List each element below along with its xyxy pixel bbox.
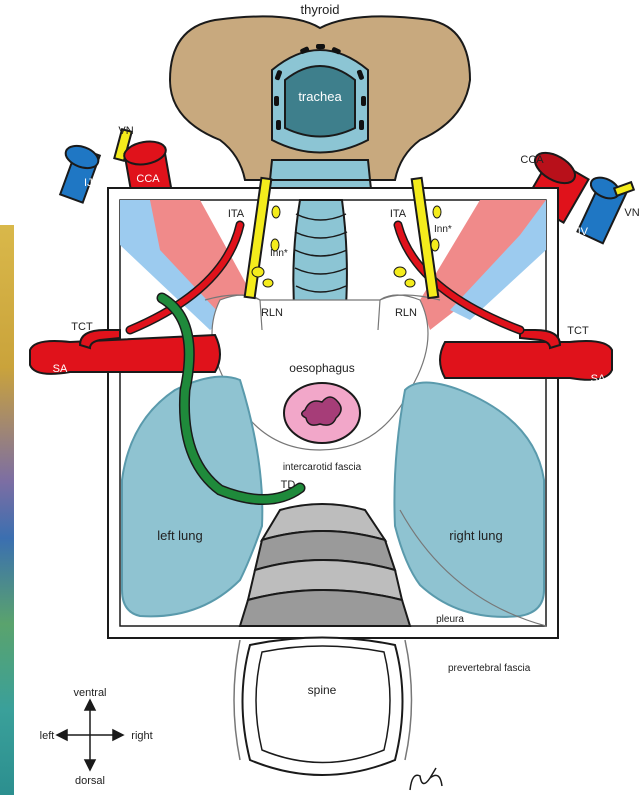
inn-left-label: Inn*	[270, 248, 288, 259]
oesophagus-label: oesophagus	[289, 361, 354, 375]
spine-label: spine	[308, 683, 337, 697]
sa-left-label: SA	[53, 363, 68, 375]
thyroid-label: thyroid	[300, 2, 339, 17]
background-photo-strip	[0, 225, 14, 795]
ijv-right-label: IJV	[572, 226, 589, 238]
tct-right-label: TCT	[567, 325, 589, 337]
right-lung-label: right lung	[449, 528, 502, 543]
prevertebral-fascia-label: prevertebral fascia	[448, 663, 531, 674]
compass-ventral-label: ventral	[73, 687, 106, 699]
compass-dorsal-label: dorsal	[75, 775, 105, 787]
compass-left-label: left	[40, 730, 55, 742]
ita-left-label: ITA	[228, 208, 245, 220]
cca-left-label: CCA	[136, 173, 160, 185]
prevertebral-fascia-left	[234, 640, 240, 760]
intercarotid-fascia-label: intercarotid fascia	[283, 462, 362, 473]
trachea-label: trachea	[298, 89, 342, 104]
inn-right-label: Inn*	[434, 224, 452, 235]
tct-left-label: TCT	[71, 321, 93, 333]
left-lung-label: left lung	[157, 528, 203, 543]
orientation-compass	[57, 700, 123, 770]
ita-right-label: ITA	[390, 208, 407, 220]
prevertebral-fascia-right	[405, 640, 412, 760]
rln-right-label: RLN	[395, 307, 417, 319]
ijv-left-label: IJV	[84, 177, 101, 189]
vn-left-label: VN	[118, 125, 133, 137]
td-label: TD	[281, 479, 296, 491]
rln-left-label: RLN	[261, 307, 283, 319]
vn-right-label: VN	[624, 207, 639, 219]
pleura-label: pleura	[436, 614, 464, 625]
compass-right-label: right	[131, 730, 152, 742]
spine-body	[243, 638, 403, 776]
cca-right-label: CCA	[520, 154, 544, 166]
sa-right-label: SA	[591, 373, 606, 385]
artist-signature	[410, 768, 442, 790]
